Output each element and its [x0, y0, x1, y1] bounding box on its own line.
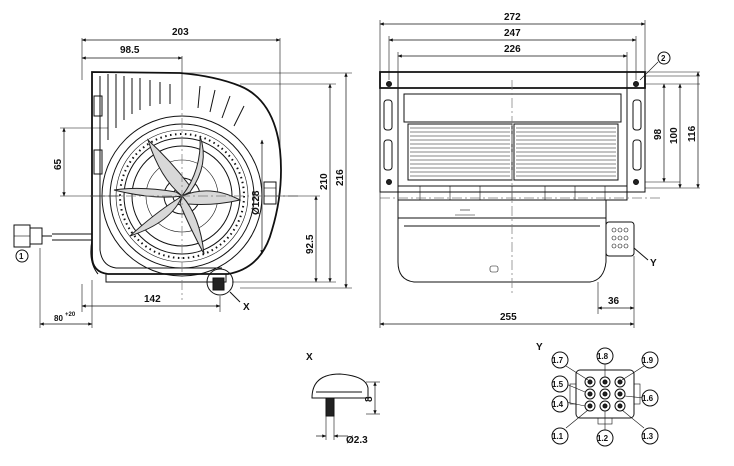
- dim-203: 203: [172, 27, 189, 38]
- dim-116: 116: [687, 125, 698, 142]
- pin-1-9: 1.9: [642, 356, 654, 365]
- pin-1-1: 1.1: [552, 432, 564, 441]
- dim-98-5: 98.5: [120, 45, 140, 56]
- detail-x-cap: [311, 373, 369, 399]
- dim-98: 98: [653, 128, 664, 140]
- pin-1-4: 1.4: [552, 400, 564, 409]
- dim-65: 65: [53, 158, 64, 170]
- dim-diameter-128: Ø128: [251, 190, 262, 215]
- wheel-blades: [410, 127, 616, 177]
- dim-226: 226: [504, 44, 521, 55]
- pin-1-6: 1.6: [642, 394, 654, 403]
- motor-body: [397, 200, 607, 283]
- detail-x-dim-8: 8: [364, 396, 375, 402]
- pin-1-2: 1.2: [597, 434, 609, 443]
- spoke-4: [113, 187, 184, 198]
- dim-100: 100: [669, 127, 680, 144]
- detail-x-label: X: [243, 302, 250, 313]
- dim-247: 247: [504, 28, 521, 39]
- callout-2-label: 2: [661, 54, 666, 63]
- spoke-1: [146, 138, 191, 197]
- dim-80-tolerance: +20: [65, 312, 76, 318]
- dim-92-5: 92.5: [305, 234, 316, 254]
- detail-x-dim-2-3: Ø2.3: [346, 435, 368, 446]
- pin-1-3: 1.3: [642, 432, 654, 441]
- detail-y-label: Y: [650, 258, 657, 269]
- detail-y: [551, 347, 659, 447]
- side-connector: [605, 221, 635, 257]
- callout-1-label: 1: [19, 252, 24, 261]
- pin-row-top: [584, 376, 626, 388]
- detail-x-title: X: [306, 352, 313, 363]
- pin-row-mid: [584, 388, 626, 400]
- dim-272: 272: [504, 12, 521, 23]
- dim-255: 255: [500, 312, 517, 323]
- pin-1-8: 1.8: [597, 352, 609, 361]
- housing-outline: [91, 71, 282, 275]
- detail-x: [311, 373, 380, 440]
- callout-1-circle: [15, 249, 29, 263]
- top-bracket: [379, 71, 646, 89]
- pin-1-7: 1.7: [552, 356, 564, 365]
- pin-row-bottom: [584, 400, 626, 412]
- dim-216: 216: [335, 169, 346, 186]
- dim-142: 142: [144, 294, 161, 305]
- spoke-2: [181, 190, 242, 205]
- dim-36: 36: [608, 296, 620, 307]
- dim-210: 210: [319, 173, 330, 190]
- spoke-5: [181, 135, 204, 197]
- pin-1-5: 1.5: [552, 380, 564, 389]
- spoke-6: [179, 194, 205, 255]
- dim-80: 80: [54, 314, 63, 323]
- spoke-3: [129, 194, 184, 237]
- callout-2-circle: [657, 51, 671, 65]
- front-view: [13, 38, 352, 328]
- side-view: [379, 20, 700, 328]
- detail-y-title: Y: [536, 342, 543, 353]
